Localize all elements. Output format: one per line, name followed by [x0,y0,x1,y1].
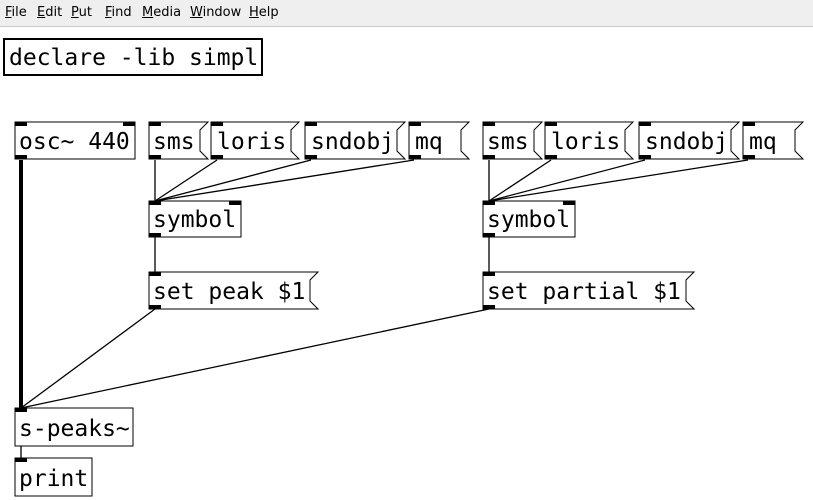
msg-sndobj-right-label: sndobj [645,129,728,155]
declare-label: declare -lib simpl [9,45,258,71]
cord-setpartial [20,308,490,409]
menu-find[interactable]: Find [105,5,132,20]
msg-sndobj-left-label: sndobj [311,129,394,155]
symbol-object-left [148,200,242,238]
menu-help[interactable]: Help [249,5,279,20]
symbol-object-right [482,200,576,238]
cord-mq-left [154,159,415,202]
outlet [639,155,651,159]
menu-bar: File Edit Put Find Media Window Help [0,0,813,27]
outlet [149,305,161,309]
cord-sndobj-right [488,159,646,202]
menu-media[interactable]: Media [142,5,182,20]
setpartial-label: set partial $1 [487,279,681,305]
inlet [639,122,651,126]
object-boxes [3,38,576,497]
print-object [14,457,93,497]
inlet [305,122,317,126]
msg-loris-right-label: loris [551,129,620,155]
inlet [743,122,755,126]
patch-cords [19,159,749,458]
inlet [149,122,161,126]
msg-mq-left-label: mq [415,129,443,155]
msg-loris-left-label: loris [217,129,286,155]
cord-loris-left [154,159,218,202]
outlet [483,233,495,237]
inlet [211,122,223,126]
box-labels: declare -lib simpl osc~ 440 sms loris sn… [9,45,777,492]
speaks-label: s-peaks~ [19,416,130,442]
msg-mq-right-label: mq [749,129,777,155]
print-label: print [19,466,88,492]
cord-mq-right [488,159,749,202]
outlet [545,155,557,159]
symbol-right-label: symbol [487,207,570,233]
outlet [483,155,495,159]
inlet [123,122,135,126]
inlet [563,201,575,205]
outlet [483,305,495,309]
menu-edit[interactable]: Edit [37,5,63,20]
outlet [149,233,161,237]
outlet [409,155,421,159]
inlet [149,272,161,276]
inlet [15,458,27,462]
speaks-object [14,407,134,447]
cord-sndobj-left [154,159,312,202]
menu-window[interactable]: Window [190,5,242,20]
inlet [483,272,495,276]
msg-sms-left-label: sms [153,129,195,155]
outlet [211,155,223,159]
msg-sms-right-label: sms [487,129,529,155]
outlet [149,155,161,159]
declare-object [3,38,263,76]
cord-loris-right [488,159,552,202]
osc-label: osc~ 440 [19,129,130,155]
inlet [229,201,241,205]
inlet [15,408,27,412]
inlet [483,122,495,126]
menu-put[interactable]: Put [71,5,92,20]
outlet [15,155,27,159]
inlet [15,122,27,126]
inlet [409,122,421,126]
cord-setpeak [20,308,156,409]
outlet [743,155,755,159]
outlet [305,155,317,159]
setpeak-label: set peak $1 [153,279,305,305]
osc-object [14,121,136,160]
symbol-left-label: symbol [153,207,236,233]
inlet [149,201,161,205]
menu-file[interactable]: File [5,5,27,20]
inlet [545,122,557,126]
inlet [483,201,495,205]
ports [15,122,755,462]
